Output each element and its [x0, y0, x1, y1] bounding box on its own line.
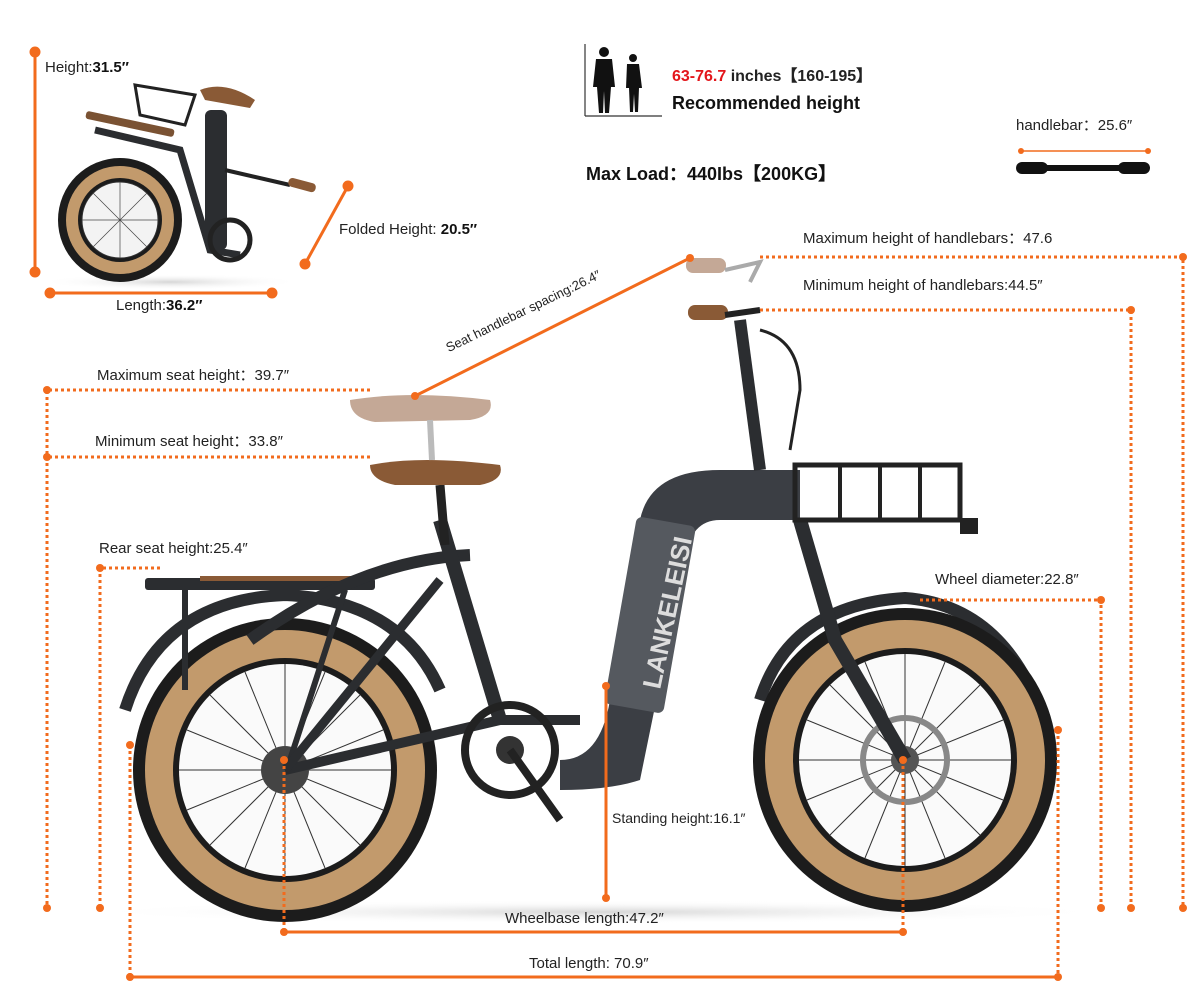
seat-handlebar-spacing-line — [414, 256, 691, 398]
human-silhouettes-icon — [584, 44, 662, 117]
max-handlebar-label: Maximum height of handlebars：47.6 — [803, 230, 1053, 247]
recommended-height-caption: Recommended height — [672, 93, 861, 113]
ebike-image: LANKELEISI — [80, 258, 1120, 924]
wheelbase-label: Wheelbase length:47.2″ — [505, 910, 664, 927]
folded-height-diagonal-label: Folded Height: 20.5″ — [339, 221, 478, 238]
standing-height-label: Standing height:16.1″ — [612, 810, 746, 826]
folded-height-label: Height:31.5″ — [45, 59, 129, 76]
max-seat-label: Maximum seat height：39.7″ — [97, 367, 290, 384]
handlebar-width-label: handlebar：25.6″ — [1016, 117, 1133, 134]
max-load-label: Max Load：440Ibs【200KG】 — [586, 164, 837, 184]
wheelbase-verticals — [282, 760, 905, 932]
min-handlebar-line — [760, 308, 1133, 908]
max-seat-line — [45, 388, 370, 908]
min-handlebar-label: Minimum height of handlebars:44.5″ — [803, 277, 1043, 294]
min-seat-label: Minimum seat height：33.8″ — [95, 433, 283, 450]
total-length-label: Total length: 70.9″ — [529, 955, 649, 972]
rear-seat-label: Rear seat height:25.4″ — [99, 540, 248, 557]
total-length-verticals — [128, 730, 1060, 977]
wheel-diameter-label: Wheel diameter:22.8″ — [935, 571, 1079, 588]
folded-bike-image — [40, 83, 316, 290]
handlebar-icon — [1016, 148, 1151, 174]
folded-height-diagonal-line — [303, 185, 350, 265]
folded-length-label: Length:36.2″ — [116, 297, 203, 314]
recommended-height-range: 63-76.7 inches【160-195】 — [672, 68, 873, 85]
